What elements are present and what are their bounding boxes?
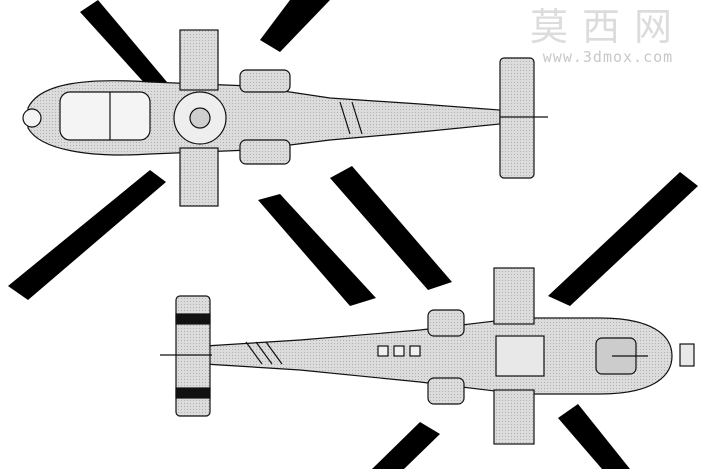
- top-tail-stabilizer: [499, 57, 535, 179]
- top-wing-left: [179, 29, 219, 91]
- top-rotor-blades: [8, 0, 376, 306]
- bottom-wing-lower: [493, 389, 535, 445]
- top-wing-right: [179, 147, 219, 207]
- bottom-rotor-blades: [330, 166, 698, 469]
- bottom-fuselage: [204, 317, 673, 395]
- top-engine-left: [239, 69, 291, 93]
- bottom-engine-lower: [427, 377, 465, 405]
- bottom-center-panel: [495, 335, 545, 377]
- watermark-url: www.3dmox.com: [542, 48, 674, 66]
- watermark-brand: 莫西网: [529, 5, 686, 49]
- top-engine-right: [239, 139, 291, 165]
- callout-label: 32: [118, 47, 130, 58]
- watermark: 莫西网 www.3dmox.com: [530, 6, 686, 66]
- bottom-wing-upper: [493, 267, 535, 325]
- top-canopy: [59, 91, 151, 141]
- bottom-engine-upper: [427, 309, 465, 337]
- bottom-view-helicopter: [160, 166, 698, 469]
- top-view-helicopter: [8, 0, 548, 306]
- bottom-tail-stabilizer: [175, 295, 211, 417]
